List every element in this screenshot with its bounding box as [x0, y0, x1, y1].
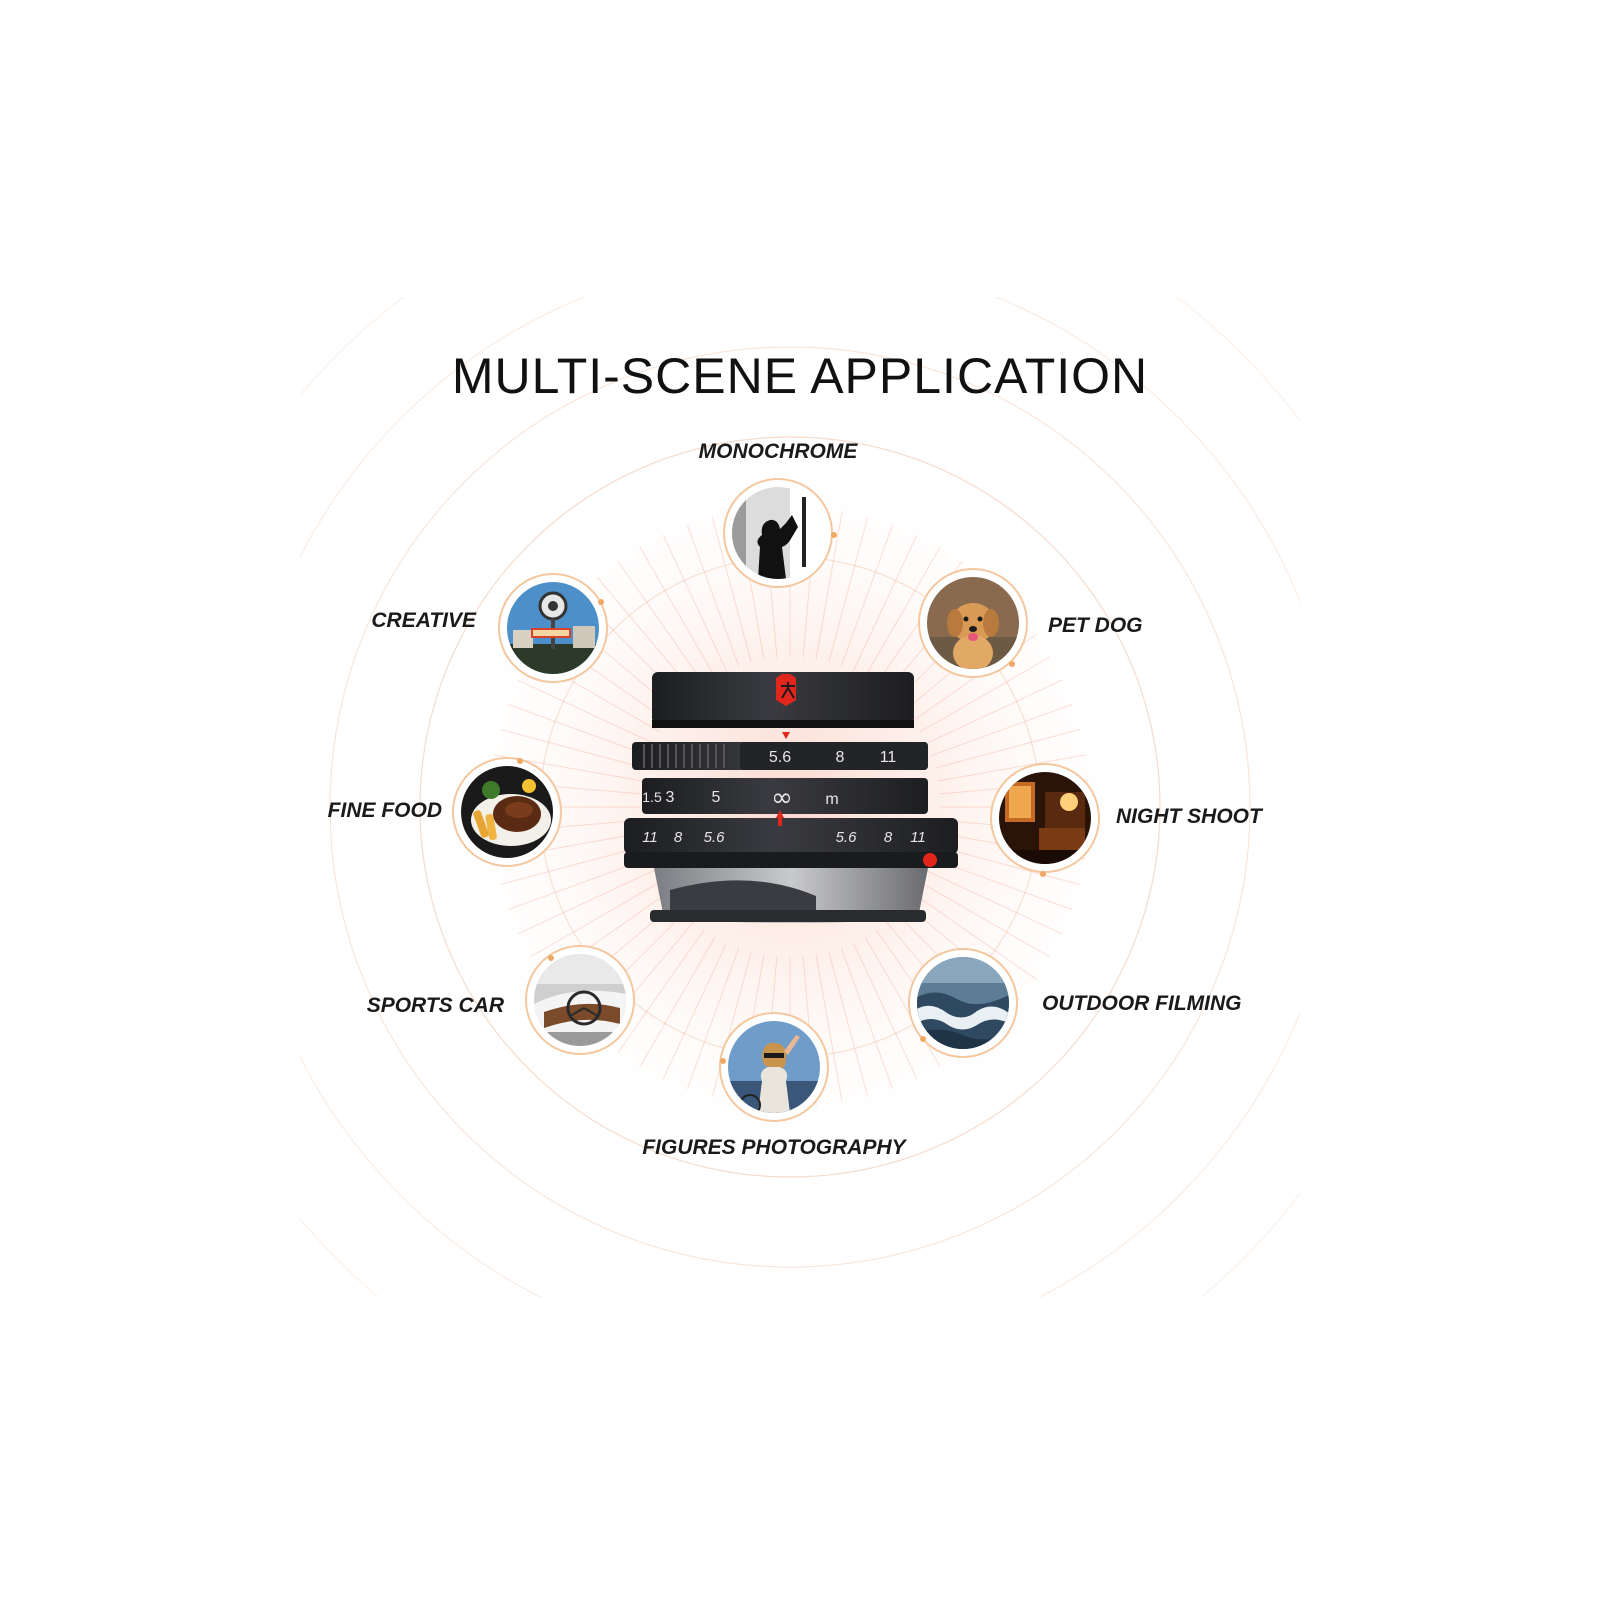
scene-label-pet-dog: PET DOG — [1048, 614, 1143, 637]
background-ray — [815, 954, 843, 1103]
background-ray — [925, 679, 1063, 745]
accent-dot — [920, 1035, 927, 1042]
scene-label-fine-food: FINE FOOD — [327, 799, 442, 822]
dof-value: 11 — [910, 829, 926, 846]
background-ray — [507, 703, 650, 757]
scene-label-creative: CREATIVE — [371, 609, 476, 632]
accent-dot — [719, 1058, 726, 1065]
scene-label-night-shoot: NIGHT SHOOT — [1116, 805, 1262, 828]
background-ray — [617, 560, 705, 685]
dof-value: 5.6 — [704, 829, 726, 846]
background-ray — [937, 754, 1086, 782]
waves-photo-icon — [917, 957, 1009, 1049]
dof-value: 8 — [884, 829, 893, 846]
aperture-value: 5.6 — [769, 749, 791, 766]
accent-dot — [1008, 661, 1015, 668]
accent-dot — [548, 954, 555, 961]
banner: MULTI-SCENE APPLICATION MONOCHROME PET D… — [300, 297, 1300, 1297]
background-ray — [828, 951, 869, 1097]
accent-dot — [517, 758, 524, 765]
silhouette-photo-icon — [732, 487, 824, 579]
car-interior-photo-icon — [534, 954, 626, 1046]
background-ray — [686, 524, 740, 667]
background-ray — [934, 728, 1080, 769]
dog-photo-icon — [927, 577, 1019, 669]
background-ray — [930, 703, 1073, 757]
background-ray — [828, 517, 869, 663]
scene-label-figures-photography: FIGURES PHOTOGRAPHY — [642, 1136, 906, 1159]
city-sign-photo-icon — [507, 582, 599, 674]
background-ray — [815, 511, 843, 660]
mount-release-dot — [923, 853, 937, 867]
background-ray — [517, 679, 655, 745]
woman-portrait-photo-icon — [728, 1021, 820, 1113]
background-ray — [500, 845, 646, 886]
scene-thumb-sports-car — [525, 945, 635, 1055]
background-ray — [662, 534, 728, 672]
background-ray — [919, 656, 1051, 733]
dof-value: 11 — [642, 829, 658, 846]
scene-label-sports-car: SPORTS CAR — [366, 994, 504, 1017]
distance-value: 3 — [666, 789, 675, 806]
background-ray — [852, 534, 918, 672]
accent-dot — [598, 599, 605, 606]
dof-value: 5.6 — [836, 829, 858, 846]
background-ray — [639, 546, 716, 678]
scene-label-monochrome: MONOCHROME — [698, 440, 858, 463]
steak-plate-photo-icon — [461, 766, 553, 858]
background-ray — [617, 929, 705, 1054]
scene-thumb-pet-dog — [918, 568, 1028, 678]
background-ray — [639, 936, 716, 1068]
aperture-value: 8 — [836, 749, 845, 766]
background-ray — [686, 947, 740, 1090]
scene-label-outdoor-filming: OUTDOOR FILMING — [1042, 992, 1242, 1015]
scene-thumb-creative — [498, 573, 608, 683]
background-ray — [864, 546, 941, 678]
background-ray — [934, 845, 1080, 886]
background-ray — [500, 728, 646, 769]
background-ray — [840, 524, 894, 667]
background-ray — [517, 869, 655, 935]
background-ray — [925, 869, 1063, 935]
background-ray — [529, 881, 661, 958]
page-title: MULTI-SCENE APPLICATION — [451, 348, 1149, 404]
scene-thumb-night-shoot — [990, 763, 1100, 877]
camera-lens: 5.6 8 11 1.5 3 5 ∞ m 11 8 5.6 5.6 8 11 — [624, 672, 958, 923]
infinity-mark: ∞ — [771, 783, 793, 813]
accent-dot — [1040, 870, 1047, 877]
background-ray — [662, 942, 728, 1080]
background-ray — [840, 947, 894, 1090]
dof-value: 8 — [674, 829, 683, 846]
background-ray — [711, 951, 752, 1097]
background-ray — [711, 517, 752, 663]
aperture-value: 11 — [880, 749, 897, 766]
scene-thumb-outdoor-filming — [908, 948, 1018, 1058]
distance-value: 5 — [712, 789, 721, 806]
night-room-photo-icon — [999, 772, 1091, 864]
accent-dot — [831, 532, 837, 538]
background-ray — [852, 942, 918, 1080]
scene-thumb-fine-food — [452, 757, 562, 867]
background-ray — [919, 881, 1051, 958]
background-ray — [912, 892, 1037, 980]
scene-thumb-monochrome — [723, 478, 837, 588]
scene-thumb-figures-photography — [719, 1012, 829, 1122]
unit-mark: m — [825, 791, 838, 808]
distance-value: 1.5 — [642, 789, 662, 805]
